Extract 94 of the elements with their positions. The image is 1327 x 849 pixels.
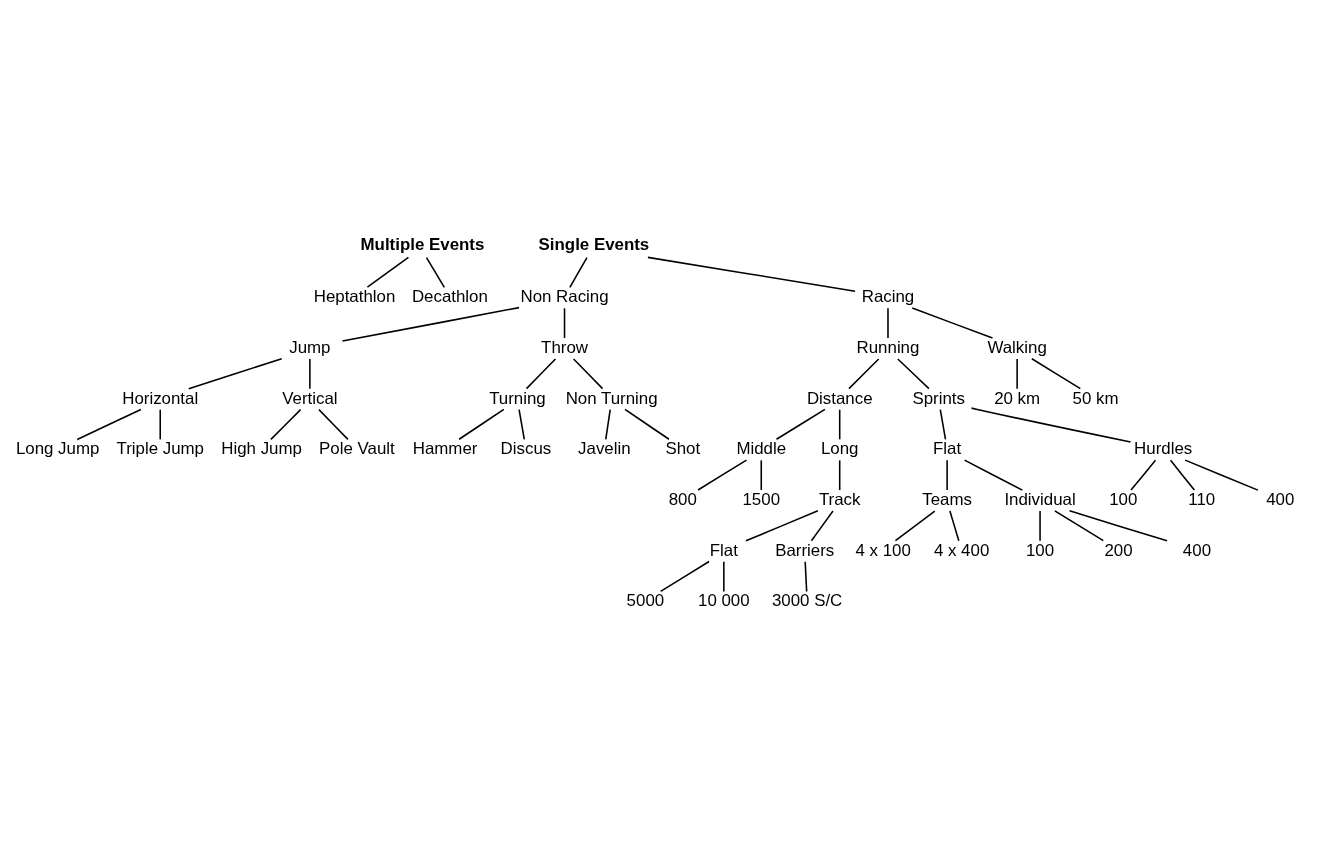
connector [366, 256, 410, 288]
connector [341, 306, 520, 342]
node-text: Multiple Events [360, 235, 485, 255]
connector [458, 408, 505, 441]
connector [1184, 459, 1259, 491]
node-text: Vertical [282, 388, 338, 408]
node-text: Long [820, 439, 859, 459]
node-text: 3000 S/C [771, 591, 843, 611]
connector [894, 510, 936, 542]
connector [1130, 459, 1157, 491]
connector [949, 510, 960, 542]
node-text: 10 000 [698, 591, 750, 611]
connector [970, 407, 1132, 443]
node-text: Barriers [775, 540, 835, 560]
node-text: Distance [806, 388, 873, 408]
connector [563, 307, 566, 339]
connector [848, 358, 880, 390]
connector [723, 560, 725, 593]
node-text: Jump [289, 337, 331, 357]
node-text: 200 [1104, 540, 1133, 560]
node-text: Hurdles [1134, 439, 1193, 459]
connector [838, 459, 841, 491]
connector [187, 357, 283, 390]
connector [604, 408, 611, 441]
connector [760, 459, 763, 491]
connector [659, 560, 710, 593]
node-text: Decathlon [411, 287, 488, 307]
node-text: Non Turning [565, 388, 658, 408]
node-text: Middle [736, 439, 787, 459]
node-text: 50 km [1072, 388, 1119, 408]
node-text: Shot [665, 439, 701, 459]
connector [896, 358, 930, 390]
node-text: Triple Jump [116, 439, 204, 459]
node-text: 110 [1188, 490, 1216, 509]
connector [624, 408, 670, 441]
node-text: Discus [500, 439, 552, 459]
node-text: Javelin [578, 439, 631, 459]
connector [1169, 459, 1196, 491]
connector [270, 408, 302, 441]
connector [1039, 510, 1041, 542]
node-text: Heptathlon [313, 287, 396, 307]
connector [697, 459, 748, 491]
node-text: Track [818, 490, 861, 509]
connector [1031, 357, 1082, 390]
node-text: 5000 [626, 591, 665, 611]
node-text: 4 x 400 [933, 540, 990, 560]
connector [525, 358, 557, 390]
connector [963, 459, 1024, 491]
node-text: Single Events [538, 235, 650, 255]
node-text: Turning [489, 388, 546, 408]
connector [838, 408, 841, 441]
node-text: Hammer [412, 439, 478, 459]
node-text: Flat [933, 439, 962, 459]
node-text: Flat [709, 540, 738, 560]
node-text: Horizontal [122, 388, 199, 408]
connector [939, 408, 947, 441]
connector [1054, 510, 1105, 542]
node-text: 100 [1025, 540, 1055, 560]
node-text: High Jump [221, 439, 302, 459]
node-text: Teams [922, 490, 972, 509]
node-text: Non Racing [520, 287, 609, 307]
node-text: 800 [668, 490, 697, 509]
connector [518, 408, 526, 441]
connector [76, 408, 142, 441]
node-text: 400 [1182, 540, 1212, 560]
node-text: 400 [1266, 490, 1295, 509]
node-text: 4 x 100 [855, 540, 911, 560]
connector [946, 459, 948, 491]
node-text: Throw [541, 337, 588, 357]
connector [647, 256, 856, 292]
node-text: 20 km [994, 388, 1041, 408]
node-text: Pole Vault [319, 439, 395, 459]
connector [569, 256, 588, 289]
connector [810, 510, 834, 542]
node-text: 1500 [742, 490, 781, 509]
connector [775, 408, 826, 441]
node-text: 100 [1109, 490, 1138, 509]
connector [1068, 510, 1168, 542]
node-text: Racing [861, 287, 915, 307]
connector [309, 358, 311, 390]
connector [572, 358, 604, 390]
node-text: Running [856, 337, 920, 357]
connector [887, 307, 889, 339]
node-text: Long Jump [15, 439, 100, 459]
connector [911, 307, 994, 339]
connector [745, 510, 819, 542]
connector [425, 256, 446, 289]
connector [318, 408, 349, 441]
connector [804, 560, 808, 593]
connector [159, 408, 161, 441]
connector [1016, 358, 1018, 390]
node-text: Sprints [912, 388, 965, 408]
node-text: Walking [987, 337, 1047, 357]
node-text: Individual [1004, 490, 1076, 509]
